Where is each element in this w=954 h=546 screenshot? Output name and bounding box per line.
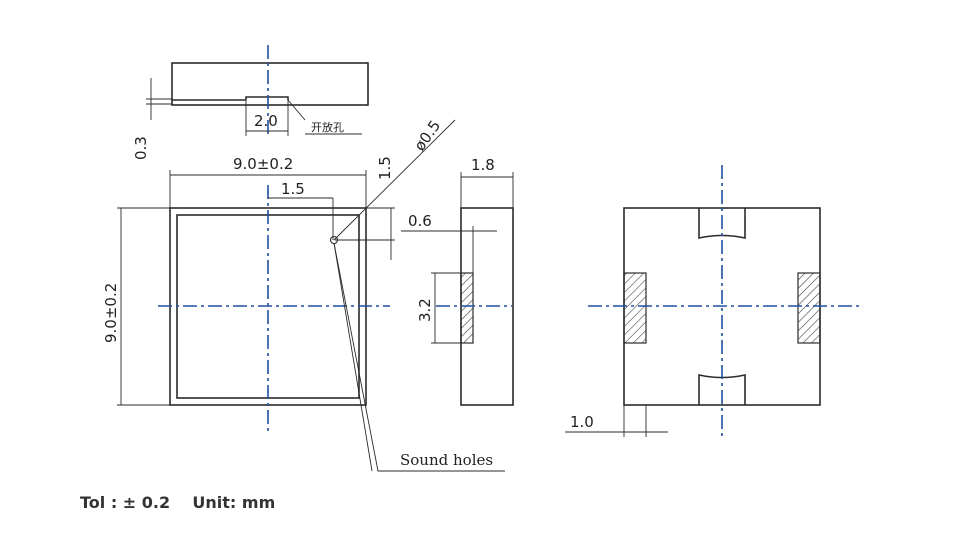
front-view: 9.0±0.2 9.0±0.2 1.5 1.5 ø0.5 Sound holes (102, 117, 505, 472)
pad-inset-label: 0.6 (408, 212, 432, 230)
height-label: 9.0±0.2 (102, 283, 120, 343)
sound-holes-leader (333, 242, 505, 472)
side-note-label: 开放孔 (311, 120, 344, 134)
tolerance-label: Tol : ± 0.2 (80, 493, 171, 512)
side-thickness-label: 0.3 (132, 136, 150, 160)
pad-width-label: 1.0 (570, 413, 594, 431)
right-pad (797, 272, 821, 344)
bottom-view: 1.0 (565, 165, 862, 440)
diameter-leader (333, 119, 456, 241)
pad-length-label: 3.2 (416, 298, 434, 322)
unit-label: Unit: mm (192, 493, 276, 512)
footer-note: Tol : ± 0.2 Unit: mm (80, 493, 275, 512)
body-height-label: 1.8 (471, 156, 495, 174)
side-pad (460, 272, 474, 344)
note-leader (287, 99, 306, 121)
side-view-top: 0.3 2.0 开放孔 (132, 45, 369, 160)
sound-holes-label: Sound holes (400, 451, 493, 469)
hole-offset-y-label: 1.5 (376, 156, 394, 180)
side-view-middle: 1.8 0.6 3.2 (401, 156, 514, 406)
side-width-label: 2.0 (254, 112, 278, 130)
sound-holes-leader-2 (333, 242, 373, 472)
side-view-outline (171, 62, 369, 106)
hole-offset-x-label: 1.5 (281, 180, 305, 198)
width-label: 9.0±0.2 (233, 155, 293, 173)
left-pad (623, 272, 647, 344)
side-view-hole-step (245, 96, 289, 100)
